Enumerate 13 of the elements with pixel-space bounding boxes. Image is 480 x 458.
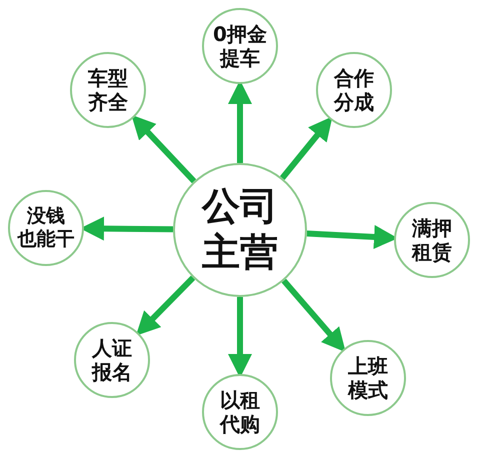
circle-label: 人证报名 (92, 336, 132, 384)
circle-label: 公司主营 (202, 184, 278, 276)
circle-label: 0押金提车 (213, 22, 267, 70)
circle-label: 没钱也能干 (18, 205, 74, 251)
arrow (280, 116, 333, 180)
arrow (282, 278, 346, 352)
arrow (136, 276, 196, 336)
circle-label: 满押租赁 (412, 216, 452, 264)
arrow (131, 114, 196, 184)
circle-label: 以租代购 (220, 388, 260, 436)
circle-label: 上班模式 (348, 354, 388, 402)
circle-label: 合作分成 (334, 66, 374, 114)
circle-label: 车型齐全 (88, 66, 128, 114)
